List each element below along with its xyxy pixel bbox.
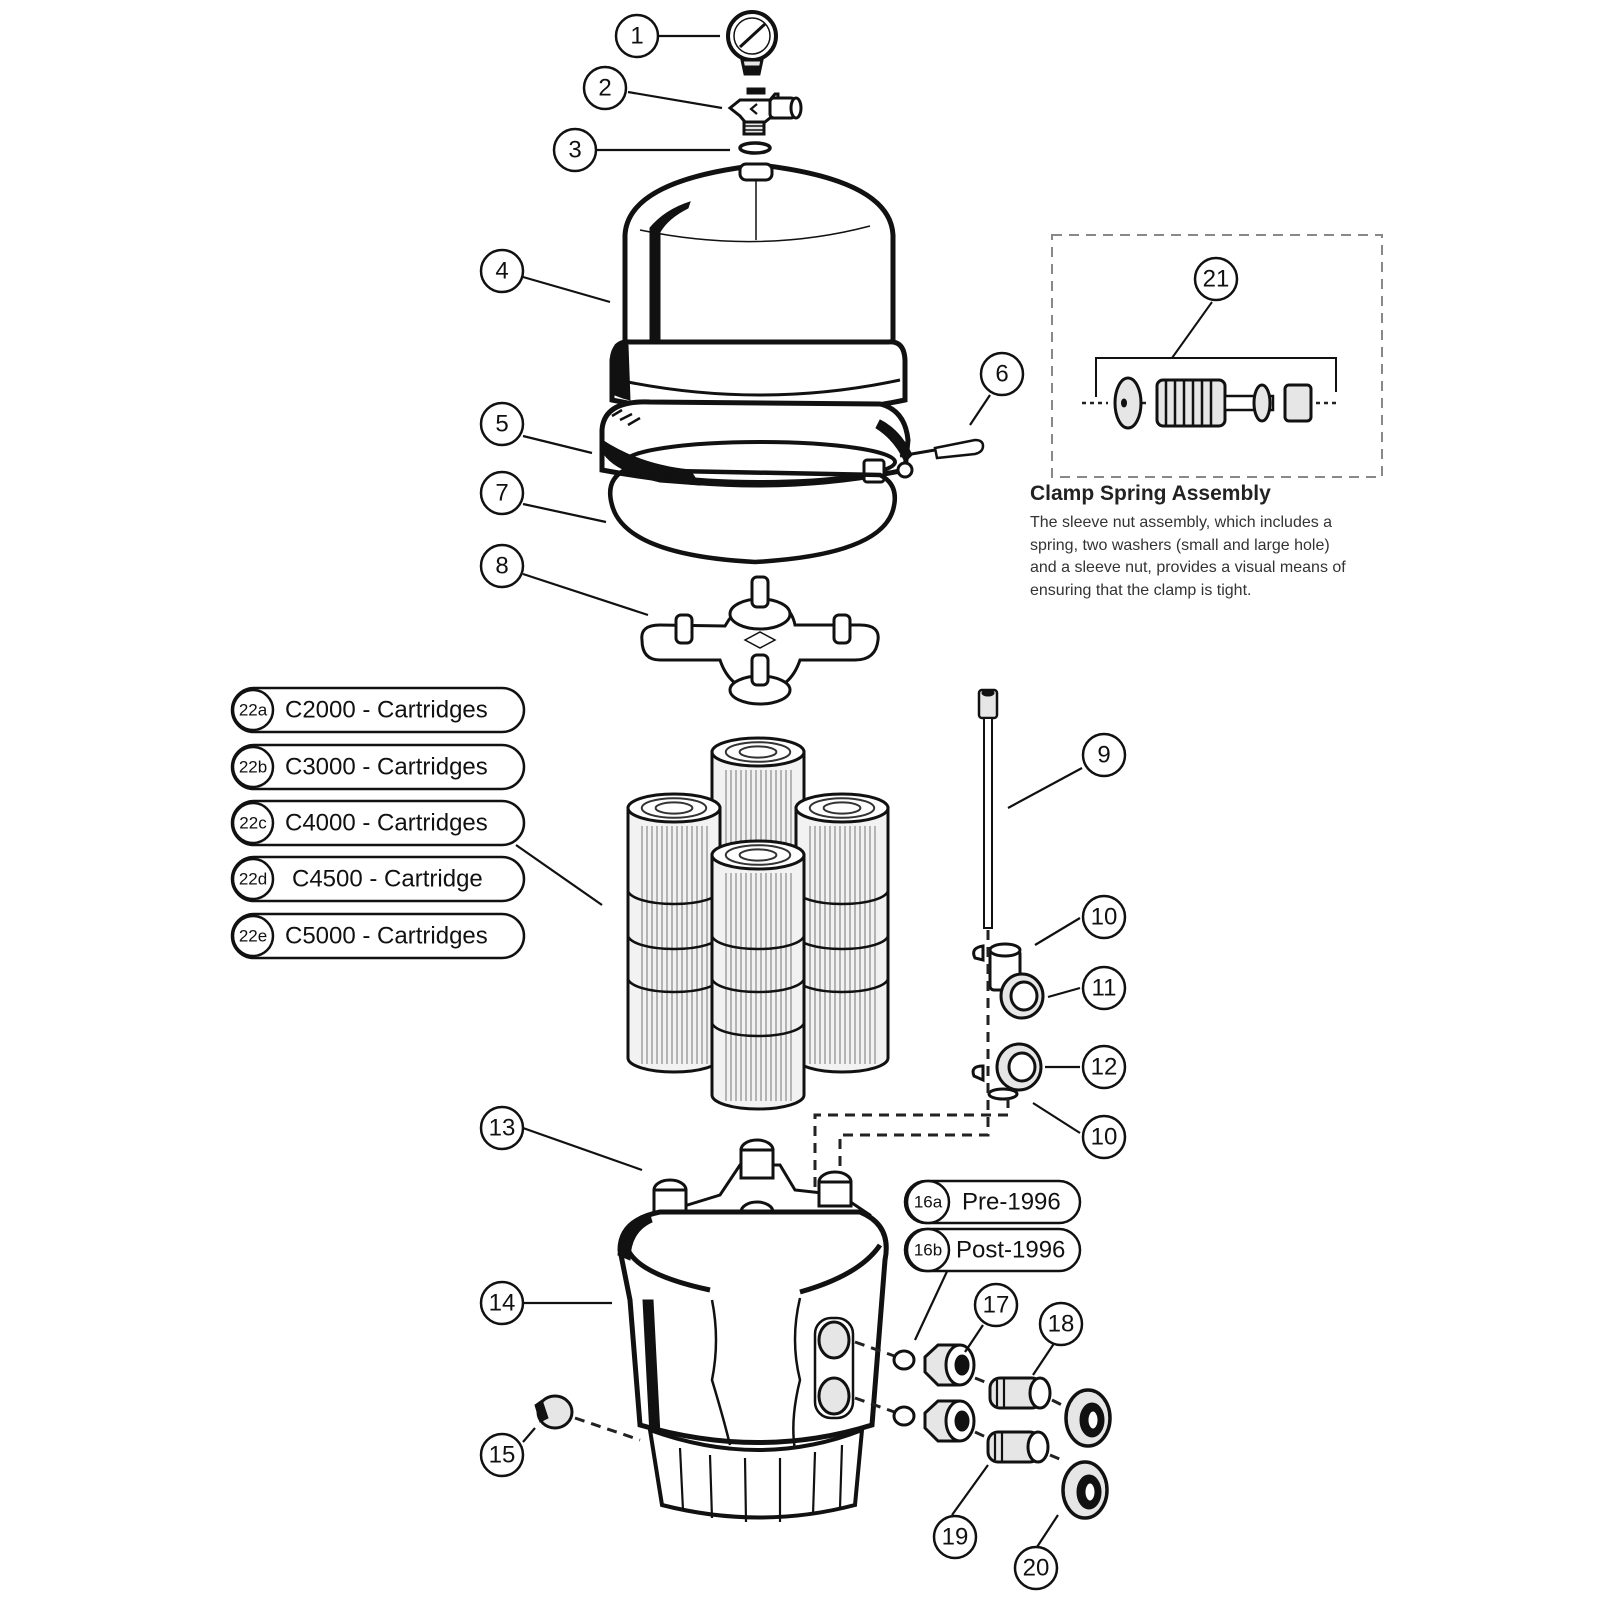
tank-o-ring bbox=[607, 467, 898, 565]
cartridge bbox=[710, 839, 806, 1111]
callout-21: 21 bbox=[1193, 256, 1239, 302]
svg-text:3: 3 bbox=[568, 137, 581, 164]
svg-text:22a: 22a bbox=[239, 701, 268, 720]
assembly-path-drain bbox=[574, 1416, 641, 1442]
tank-body bbox=[617, 1209, 889, 1523]
callout-2: 2 bbox=[582, 65, 628, 111]
spring-icon bbox=[1155, 378, 1227, 428]
union-nut bbox=[1064, 1388, 1112, 1448]
callout-13: 13 bbox=[479, 1105, 525, 1151]
o-ring-option-16b: 16b Post-1996 bbox=[903, 1227, 1082, 1273]
o-ring-option-16a: 16a Pre-1996 bbox=[903, 1179, 1082, 1225]
callout-4: 4 bbox=[479, 248, 525, 294]
svg-text:C4500 - Cartridge: C4500 - Cartridge bbox=[292, 866, 483, 893]
clamp-spring-assembly-inset bbox=[1051, 234, 1383, 478]
cartridge-option-22d: 22d C4500 - Cartridge bbox=[230, 855, 526, 903]
svg-text:13: 13 bbox=[489, 1115, 516, 1142]
svg-text:11: 11 bbox=[1092, 975, 1117, 1002]
svg-text:1: 1 bbox=[630, 23, 643, 50]
svg-text:12: 12 bbox=[1091, 1054, 1118, 1081]
assembly-path-elbow bbox=[813, 1098, 1010, 1190]
svg-text:22d: 22d bbox=[239, 870, 267, 889]
fitting-o-ring-upper bbox=[892, 1349, 916, 1371]
svg-text:20: 20 bbox=[1023, 1555, 1050, 1582]
svg-text:19: 19 bbox=[942, 1524, 969, 1551]
callout-17: 17 bbox=[973, 1282, 1019, 1328]
svg-text:C2000 - Cartridges: C2000 - Cartridges bbox=[285, 697, 488, 724]
callout-11: 11 bbox=[1081, 965, 1127, 1011]
svg-text:Post-1996: Post-1996 bbox=[956, 1237, 1065, 1264]
svg-text:16a: 16a bbox=[914, 1193, 943, 1212]
cartridge-option-22e: 22e C5000 - Cartridges bbox=[230, 912, 526, 960]
union-tailpiece-lower bbox=[986, 1430, 1050, 1464]
callout-6: 6 bbox=[979, 351, 1025, 397]
cartridge-option-22b: 22b C3000 - Cartridges bbox=[230, 743, 526, 791]
fitting-o-ring-lower bbox=[892, 1405, 916, 1427]
fittings-assembly bbox=[854, 1340, 1112, 1520]
svg-text:2: 2 bbox=[598, 75, 611, 102]
callout-10-upper: 10 bbox=[1081, 894, 1127, 940]
svg-text:4: 4 bbox=[495, 258, 508, 285]
svg-text:15: 15 bbox=[489, 1442, 516, 1469]
svg-text:7: 7 bbox=[495, 480, 508, 507]
callout-10-lower: 10 bbox=[1081, 1114, 1127, 1160]
cartridge-option-22c: 22c C4000 - Cartridges bbox=[230, 799, 526, 847]
svg-text:Pre-1996: Pre-1996 bbox=[962, 1189, 1061, 1216]
elbow-fitting-lower bbox=[971, 1042, 1043, 1101]
callout-8: 8 bbox=[479, 543, 525, 589]
clamp-bolt bbox=[933, 438, 985, 460]
callout-18: 18 bbox=[1038, 1301, 1084, 1347]
svg-text:10: 10 bbox=[1091, 904, 1118, 931]
leader-lines bbox=[515, 34, 1083, 1548]
svg-text:9: 9 bbox=[1097, 742, 1110, 769]
elbow-fitting bbox=[972, 942, 1045, 1020]
tank-lid bbox=[609, 162, 908, 418]
callout-7: 7 bbox=[479, 470, 525, 516]
svg-text:6: 6 bbox=[995, 361, 1008, 388]
svg-text:5: 5 bbox=[495, 411, 508, 438]
svg-text:14: 14 bbox=[489, 1290, 516, 1317]
drain-plug bbox=[534, 1394, 574, 1430]
callout-3: 3 bbox=[552, 127, 598, 173]
callout-20: 20 bbox=[1013, 1545, 1059, 1591]
callout-1: 1 bbox=[614, 13, 660, 59]
filter-cartridges bbox=[626, 736, 890, 1111]
callout-9: 9 bbox=[1081, 732, 1127, 778]
svg-text:C4000 - Cartridges: C4000 - Cartridges bbox=[285, 810, 488, 837]
cartridge bbox=[794, 792, 890, 1074]
callout-14: 14 bbox=[479, 1280, 525, 1326]
union-nut-lower bbox=[1061, 1460, 1109, 1520]
note-body: The sleeve nut assembly, which includes … bbox=[1030, 514, 1346, 599]
air-bleed-tube bbox=[977, 688, 999, 929]
callout-12: 12 bbox=[1081, 1044, 1127, 1090]
cartridge bbox=[626, 792, 722, 1074]
callout-5: 5 bbox=[479, 401, 525, 447]
washer-icon bbox=[1113, 376, 1143, 430]
svg-text:C5000 - Cartridges: C5000 - Cartridges bbox=[285, 923, 488, 950]
svg-text:18: 18 bbox=[1048, 1311, 1075, 1338]
bulkhead-fitting-lower bbox=[923, 1399, 976, 1443]
air-relief-valve bbox=[727, 87, 803, 136]
cartridge-option-22a: 22a C2000 - Cartridges bbox=[230, 686, 526, 734]
svg-text:21: 21 bbox=[1203, 266, 1230, 293]
callout-15: 15 bbox=[479, 1432, 525, 1478]
pressure-gauge bbox=[726, 10, 778, 76]
svg-text:22e: 22e bbox=[239, 927, 267, 946]
bulkhead-fitting bbox=[923, 1343, 976, 1387]
svg-text:8: 8 bbox=[495, 553, 508, 580]
svg-text:22c: 22c bbox=[239, 814, 267, 833]
cartridge-manifold bbox=[640, 575, 880, 706]
note-title: Clamp Spring Assembly bbox=[1030, 482, 1271, 505]
svg-text:10: 10 bbox=[1091, 1124, 1118, 1151]
svg-text:16b: 16b bbox=[914, 1241, 942, 1260]
svg-text:22b: 22b bbox=[239, 758, 267, 777]
callout-19: 19 bbox=[932, 1514, 978, 1560]
union-tailpiece bbox=[988, 1376, 1052, 1410]
svg-text:C3000 - Cartridges: C3000 - Cartridges bbox=[285, 754, 488, 781]
assembly-path-tube bbox=[838, 930, 990, 1195]
o-ring bbox=[738, 141, 772, 155]
svg-text:17: 17 bbox=[983, 1292, 1010, 1319]
